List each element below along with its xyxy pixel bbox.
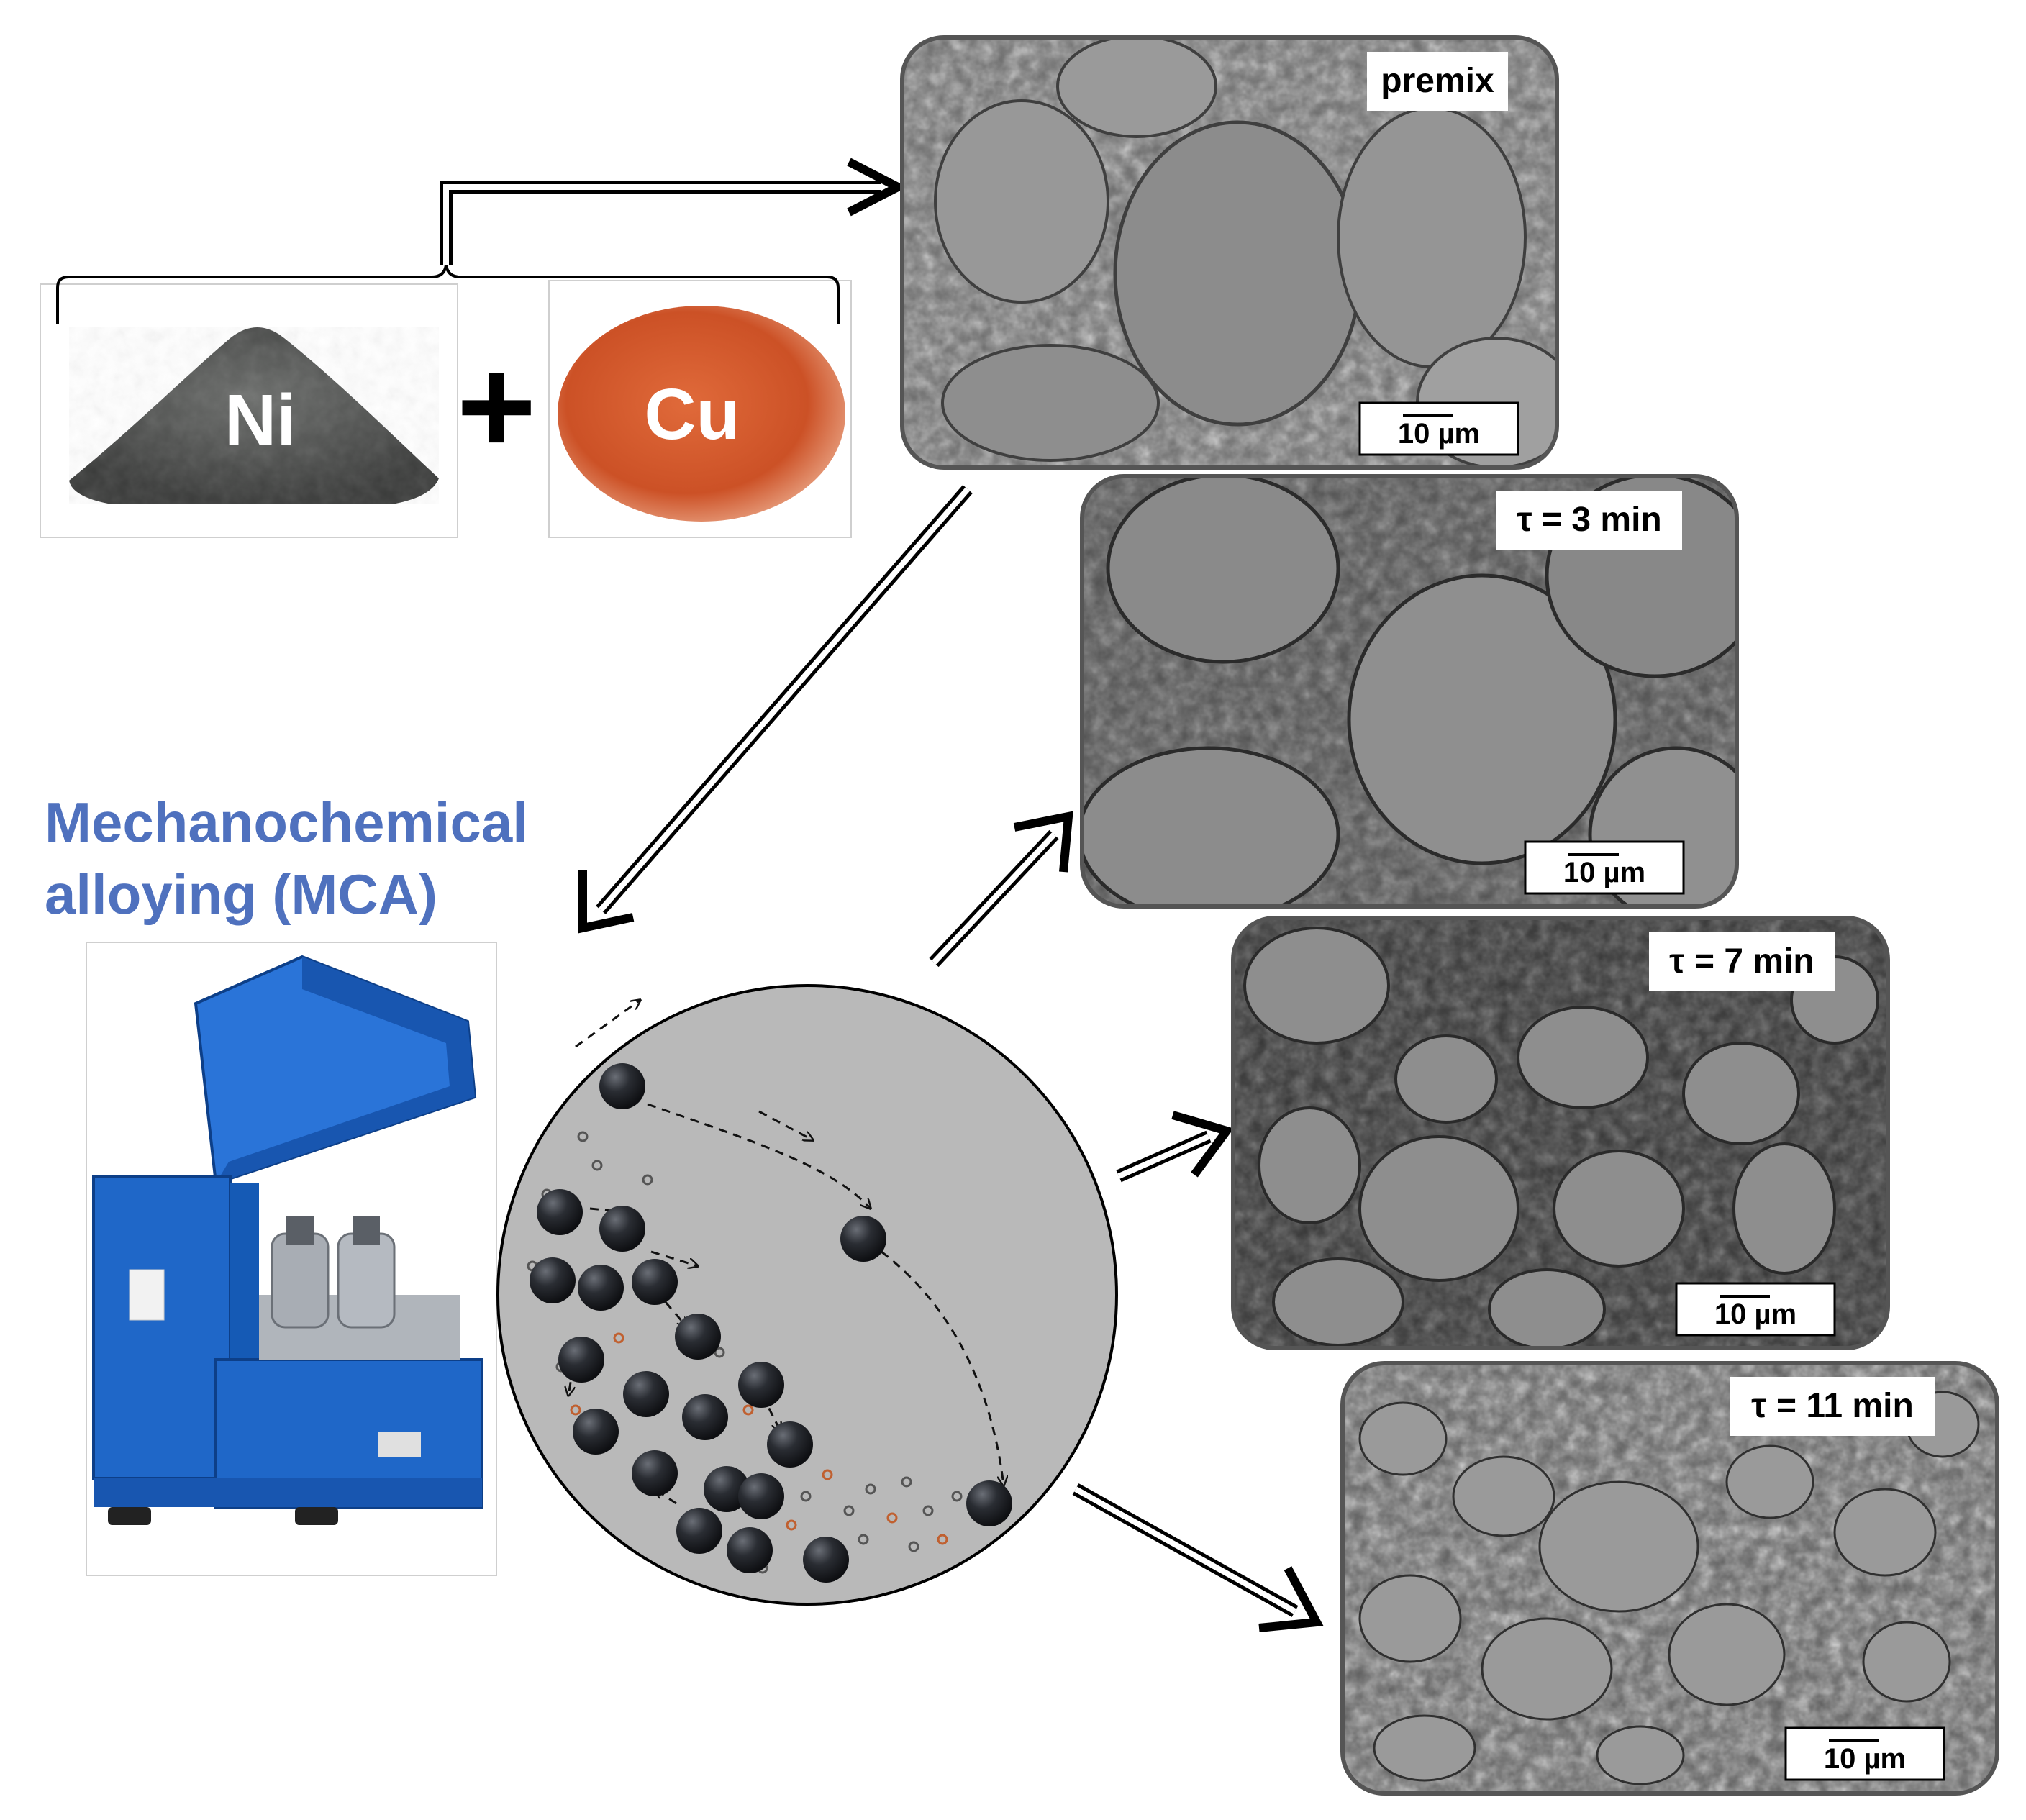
sem-panel-11min — [1340, 1361, 1999, 1796]
sem-panel-premix — [900, 35, 1559, 470]
process-title-line1: Mechanochemical — [45, 791, 528, 854]
sem-panel-7min — [1231, 916, 1890, 1350]
scale-bar-box — [1524, 840, 1685, 895]
arrow-premix-to-mill — [578, 485, 973, 934]
panel-label-box — [1367, 52, 1508, 111]
planetary-mill-image — [86, 942, 497, 1576]
sem-panel-3min — [1080, 474, 1739, 909]
panel-label-box — [1730, 1377, 1935, 1436]
process-title-line2: alloying (MCA) — [45, 863, 437, 926]
cu-label: Cu — [644, 374, 740, 455]
panel-label-box — [1496, 491, 1682, 550]
arrow-to-11min — [1072, 1483, 1324, 1632]
scale-bar-box — [1784, 1726, 1945, 1781]
panel-label-box — [1649, 932, 1835, 991]
scale-bar-box — [1675, 1282, 1836, 1337]
milling-jar-schematic — [496, 984, 1118, 1606]
scale-bar-box — [1358, 401, 1520, 456]
cu-powder-image — [548, 280, 852, 538]
premix-arrow — [440, 158, 908, 265]
panel-label: τ = 11 min — [1751, 1387, 1914, 1425]
arrow-to-7min — [1116, 1111, 1234, 1183]
scale-bar-label: 10 µm — [1563, 857, 1645, 888]
panel-label: τ = 3 min — [1517, 501, 1662, 539]
arrow-to-3min — [929, 811, 1073, 968]
scale-bar-label: 10 µm — [1714, 1298, 1796, 1330]
ni-powder-image — [40, 283, 458, 538]
panel-label: τ = 7 min — [1669, 942, 1814, 980]
panel-label: premix — [1381, 62, 1494, 100]
scale-bar-label: 10 µm — [1824, 1743, 1906, 1775]
ni-label: Ni — [224, 380, 296, 460]
plus-sign: + — [457, 330, 537, 483]
scale-bar-label: 10 µm — [1398, 418, 1480, 450]
